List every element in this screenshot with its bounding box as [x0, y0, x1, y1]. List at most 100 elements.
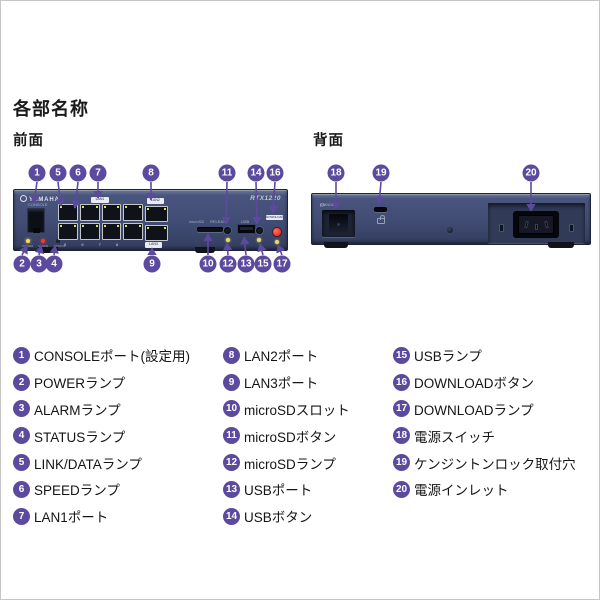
callout-2: 2 — [13, 255, 31, 273]
lan1-port-8 — [123, 223, 143, 240]
screw-hole — [447, 227, 453, 233]
power-inlet-recess — [488, 203, 585, 244]
lan1-port-numbers: 5 6 7 8 — [64, 243, 119, 247]
legend-badge-5: 5 — [13, 454, 30, 472]
inlet-clip-left — [499, 224, 504, 232]
front-foot-right — [195, 247, 215, 253]
callout-14: 14 — [247, 164, 265, 182]
legend-label-5: LINK/DATAランプ — [34, 456, 142, 472]
legend-label-18: 電源スイッチ — [414, 429, 495, 445]
power-switch — [322, 210, 355, 237]
legend-badge-6: 6 — [13, 480, 30, 498]
legend-badge-7: 7 — [13, 507, 30, 525]
callout-11: 11 — [218, 164, 236, 182]
console-port — [27, 208, 45, 233]
inlet-clip-right — [569, 224, 574, 232]
legend-label-13: USBポート — [244, 483, 313, 499]
download-label: DOWNLOAD — [266, 215, 283, 220]
inlet-pin-right — [544, 220, 549, 229]
microsd-slot — [197, 227, 223, 232]
lan1-port-5 — [58, 223, 78, 240]
legend-label-20: 電源インレット — [414, 483, 509, 499]
legend-badge-15: 15 — [393, 346, 410, 364]
legend-badge-20: 20 — [393, 480, 410, 498]
microsd-label: microSD — [189, 220, 205, 224]
legend-badge-10: 10 — [223, 400, 240, 418]
legend-badge-14: 14 — [223, 507, 240, 525]
lan3-label: LAN3 — [145, 242, 162, 248]
microsd-button — [224, 227, 231, 234]
usb-button — [256, 227, 263, 234]
callout-15: 15 — [254, 255, 272, 273]
lan23-port-block — [145, 206, 168, 241]
legend-label-8: LAN2ポート — [244, 349, 319, 365]
microsd-lamp — [226, 238, 230, 242]
callout-17: 17 — [273, 255, 291, 273]
usb-label: USB — [241, 220, 250, 224]
callout-20: 20 — [522, 164, 540, 182]
power-inlet — [513, 211, 559, 238]
inlet-pin-left — [524, 220, 529, 229]
back-foot-left — [324, 242, 348, 248]
legend-badge-9: 9 — [223, 373, 240, 391]
console-label: CONSOLE — [28, 203, 48, 207]
lock-icon — [377, 215, 385, 224]
router-back-panel: ◯ STANDBY | ON — [311, 193, 591, 248]
callout-8: 8 — [142, 164, 160, 182]
download-lamp — [275, 240, 279, 244]
callout-19: 19 — [372, 164, 390, 182]
callout-5: 5 — [49, 164, 67, 182]
legend-label-3: ALARMランプ — [34, 402, 121, 418]
legend-label-2: POWERランプ — [34, 376, 126, 392]
back-section-label: 背面 — [313, 133, 344, 149]
legend-badge-19: 19 — [393, 454, 410, 472]
callout-6: 6 — [69, 164, 87, 182]
legend-badge-13: 13 — [223, 480, 240, 498]
lan1-port-3 — [101, 204, 122, 221]
legend-badge-16: 16 — [393, 373, 410, 391]
power-lamp-label: POWER — [22, 245, 34, 248]
legend-badge-3: 3 — [13, 400, 30, 418]
legend-badge-17: 17 — [393, 400, 410, 418]
legend-label-16: DOWNLOADボタン — [414, 376, 535, 392]
power-switch-rocker — [329, 214, 348, 233]
callout-1: 1 — [28, 164, 46, 182]
callout-13: 13 — [237, 255, 255, 273]
legend-label-9: LAN3ポート — [244, 376, 319, 392]
legend-label-1: CONSOLEポート(設定用) — [34, 349, 191, 365]
callout-18: 18 — [327, 164, 345, 182]
inlet-pin-center — [535, 224, 538, 230]
power-lamp — [26, 239, 30, 243]
legend-badge-8: 8 — [223, 346, 240, 364]
legend-badge-4: 4 — [13, 427, 30, 445]
usb-port — [237, 224, 256, 234]
legend-label-7: LAN1ポート — [34, 510, 109, 526]
legend-label-10: microSDスロット — [244, 402, 350, 418]
front-foot-left — [38, 247, 58, 253]
yamaha-logo: YAMAHA — [20, 195, 60, 203]
router-front-panel: YAMAHA RTX1220 CONSOLE POWER ALARM STATU… — [13, 189, 288, 253]
lan1-port-1 — [58, 204, 78, 221]
legend-label-12: microSDランプ — [244, 456, 336, 472]
legend-label-6: SPEEDランプ — [34, 483, 120, 499]
legend-badge-11: 11 — [223, 427, 240, 445]
lan1-port-7 — [101, 223, 122, 240]
lan1-port-6 — [79, 223, 100, 240]
